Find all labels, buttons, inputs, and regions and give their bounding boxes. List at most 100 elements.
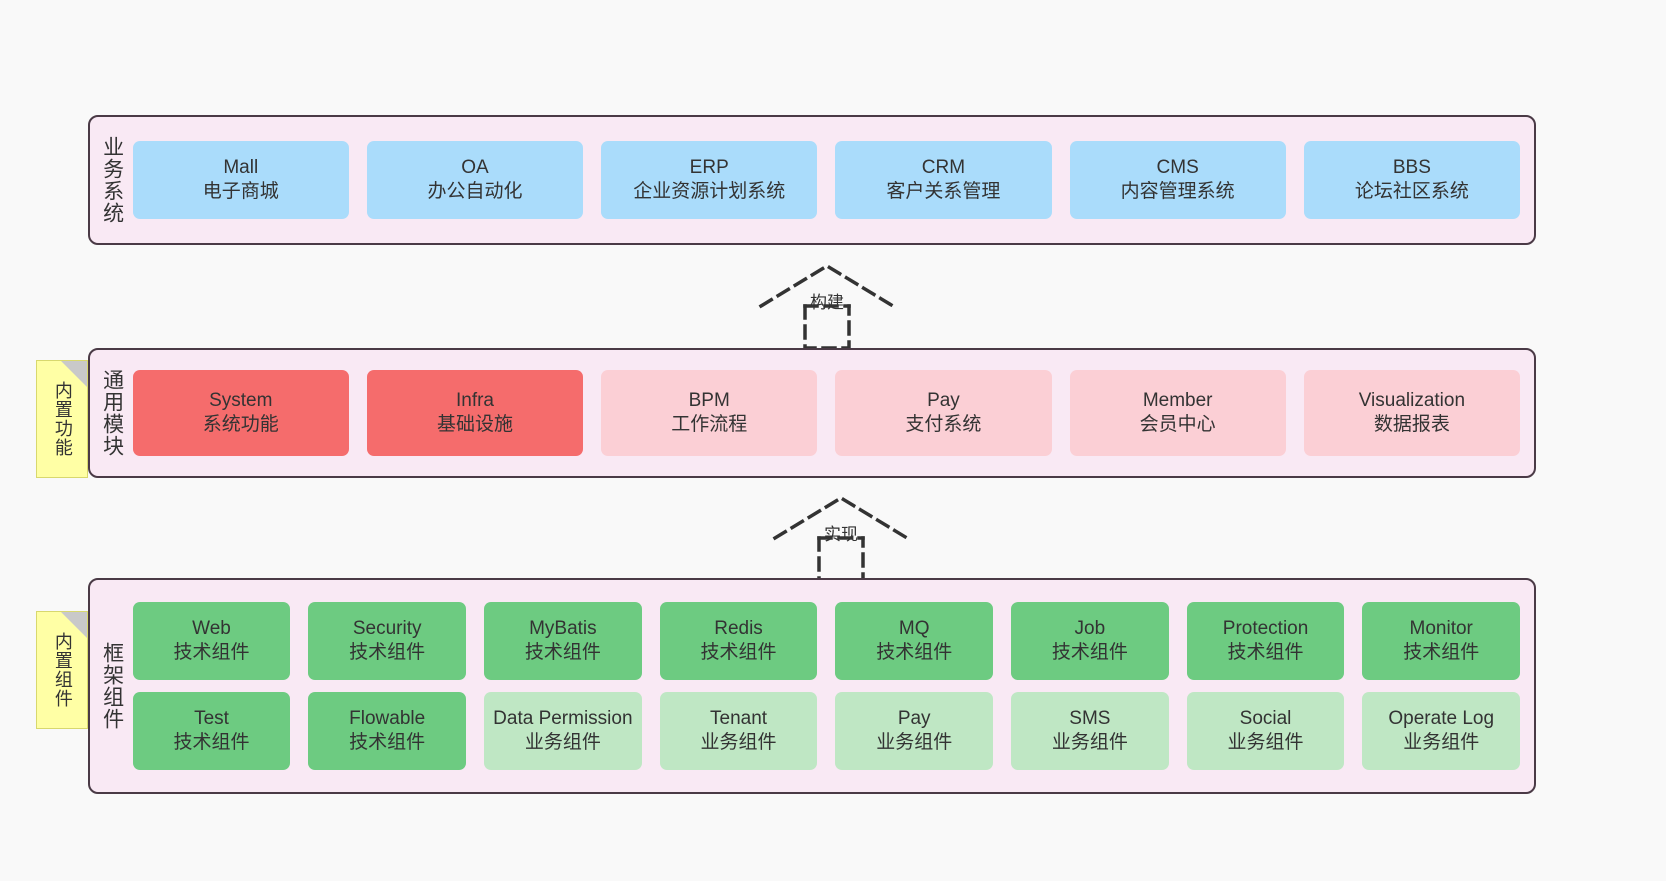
node-subtitle: 论坛社区系统 [1354,181,1469,202]
node-title: Job [1074,618,1106,640]
node-subtitle: 技术组件 [700,642,777,663]
node-title: MQ [898,618,930,640]
node-subtitle: 工作流程 [671,414,748,435]
node-title: Pay [897,708,931,730]
node-title: Monitor [1409,618,1473,640]
connector-build-label: 构建 [810,293,844,312]
node-subtitle: 客户关系管理 [886,181,1001,202]
node-subtitle: 技术组件 [173,732,250,753]
node-subtitle: 业务组件 [524,732,601,753]
node-subtitle: 数据报表 [1373,414,1450,435]
sticky-note-builtin-features-text: 内置功能 [52,381,73,457]
node-subtitle: 会员中心 [1139,414,1216,435]
connector-implement: 实现 [771,494,911,582]
node-title: Tenant [710,708,768,730]
sticky-fold-icon [61,612,87,638]
node-title: Infra [455,390,495,412]
node-subtitle: 业务组件 [1051,732,1128,753]
node-title: Web [192,618,231,640]
sticky-note-builtin-components: 内置组件 [36,611,88,729]
node-title: Data Permission [493,708,633,730]
node-subtitle: 技术组件 [524,642,601,663]
node-subtitle: 系统功能 [202,414,279,435]
node-subtitle: 业务组件 [1227,732,1304,753]
sticky-fold-icon [61,361,87,387]
node-subtitle: 内容管理系统 [1120,181,1235,202]
node-title: CMS [1156,157,1199,179]
node-subtitle: 基础设施 [436,414,513,435]
node-title: ERP [689,157,729,179]
sticky-note-builtin-components-text: 内置组件 [52,632,73,708]
node-subtitle: 技术组件 [876,642,953,663]
node-subtitle: 支付系统 [905,414,982,435]
node-subtitle: 技术组件 [1403,642,1480,663]
connector-build: 构建 [757,262,897,350]
connector-implement-label: 实现 [824,525,858,544]
node-subtitle: 技术组件 [349,642,426,663]
node-subtitle: 业务组件 [700,732,777,753]
node-title: Member [1142,390,1213,412]
node-subtitle: 企业资源计划系统 [633,181,786,202]
node-title: Security [352,618,422,640]
node-subtitle: 技术组件 [1051,642,1128,663]
node-title: Test [194,708,229,730]
layer-common-modules-label: 通用模块 [100,369,124,457]
node-subtitle: 电子商城 [202,181,279,202]
node-title: Flowable [349,708,426,730]
node-title: Visualization [1358,390,1466,412]
node-title: BBS [1392,157,1431,179]
node-title: BPM [688,390,730,412]
node-title: MyBatis [529,618,597,640]
layer-business-systems-label: 业务系统 [100,136,124,224]
node-subtitle: 技术组件 [173,642,250,663]
node-title: Operate Log [1388,708,1495,730]
node-subtitle: 业务组件 [1403,732,1480,753]
node-title: Protection [1222,618,1309,640]
node-title: System [209,390,273,412]
node-subtitle: 业务组件 [876,732,953,753]
node-title: CRM [921,157,966,179]
node-title: Pay [927,390,960,412]
node-title: SMS [1069,708,1111,730]
node-title: Mall [223,157,259,179]
sticky-note-builtin-features: 内置功能 [36,360,88,478]
